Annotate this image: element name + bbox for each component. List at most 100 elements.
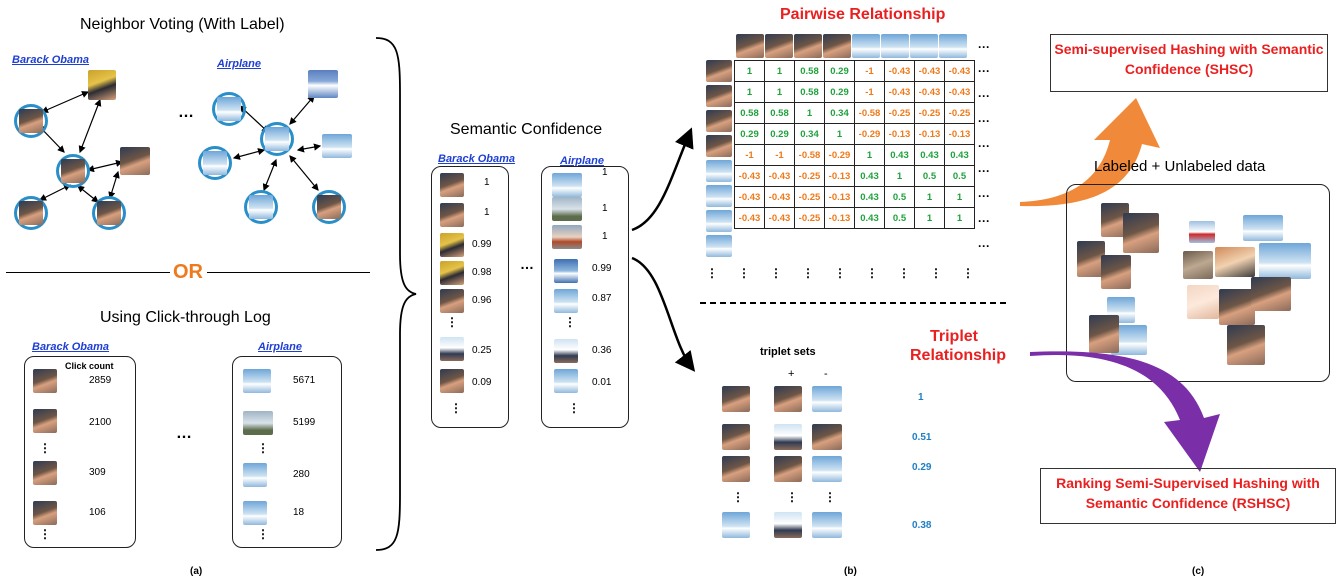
graph-node-obama-5 — [92, 196, 126, 230]
collage-couple — [1219, 289, 1255, 325]
clicklog-title: Using Click-through Log — [100, 309, 271, 326]
matrix-vdot: ⋮ — [770, 266, 802, 280]
clicklog-plane-vdots: ⋮ — [257, 441, 269, 455]
matrix-cell: 0.5 — [944, 165, 975, 187]
semantic-obama-thumb-5 — [440, 289, 464, 313]
matrix-row-ellipsis: ··· — [978, 64, 990, 78]
triplet-vdots-1: ⋮ — [732, 490, 744, 504]
matrix-cell: 0.58 — [764, 102, 795, 124]
clicklog-obama-vdots: ⋮ — [39, 441, 51, 455]
pairwise-title: Pairwise Relationship — [780, 6, 946, 23]
clicklog-plane-vdots-2: ⋮ — [257, 527, 269, 541]
semantic-obama-thumb-3 — [440, 233, 464, 257]
curly-brace — [375, 37, 417, 551]
matrix-cell: 1 — [764, 81, 795, 103]
matrix-cell: -0.43 — [764, 207, 795, 229]
semantic-plane-score-7: 0.01 — [592, 377, 612, 388]
graph-node-plane-1 — [212, 92, 246, 126]
matrix-cell: 1 — [914, 207, 945, 229]
orange-arrow — [1020, 98, 1160, 207]
collage-obama-2 — [1123, 213, 1159, 253]
clicklog-obama-thumb-4 — [33, 501, 57, 525]
data-collage-box — [1066, 184, 1330, 382]
matrix-col-ellipsis: ··· — [978, 40, 990, 54]
matrix-vdot: ⋮ — [962, 266, 994, 280]
matrix-cell: -0.25 — [794, 186, 825, 208]
graph-node-obama-4 — [14, 196, 48, 230]
matrix-cell: -1 — [854, 81, 885, 103]
matrix-cell: -0.43 — [944, 60, 975, 82]
matrix-cell: 0.43 — [854, 186, 885, 208]
matrix-vdot: ⋮ — [738, 266, 770, 280]
matrix-cell: -0.25 — [914, 102, 945, 124]
matrix-cell: 0.34 — [794, 123, 825, 145]
semantic-plane-score-2: 1 — [602, 203, 608, 214]
matrix-cell: -0.25 — [794, 207, 825, 229]
clicklog-obama-thumb-2 — [33, 409, 57, 433]
semantic-plane-thumb-3 — [552, 225, 582, 249]
matrix-cell: 0.34 — [824, 102, 855, 124]
triplet-vdots-2: ⋮ — [786, 490, 798, 504]
triplet-2-positive — [774, 424, 802, 450]
matrix-cell: 0.29 — [824, 60, 855, 82]
matrix-cell: 0.5 — [914, 165, 945, 187]
triplet-sets-label: triplet sets — [760, 346, 816, 358]
triplet-3-positive — [774, 456, 802, 482]
matrix-col-thumb-7 — [910, 34, 938, 58]
matrix-row-thumb-6 — [706, 185, 732, 207]
collage-cat — [1183, 251, 1213, 279]
semantic-plane-score-4: 0.99 — [592, 263, 612, 274]
clicklog-obama-vdots-2: ⋮ — [39, 527, 51, 541]
arrows-to-b — [631, 127, 696, 372]
matrix-cell: 0.29 — [764, 123, 795, 145]
graph-node-plane-center — [260, 122, 294, 156]
semantic-obama-score-1: 1 — [484, 177, 490, 188]
matrix-row-thumb-1 — [706, 60, 732, 82]
semantic-plane-score-3: 1 — [602, 231, 608, 242]
shsc-box: Semi-supervised Hashing with Semantic Co… — [1050, 34, 1328, 92]
matrix-vdot: ⋮ — [802, 266, 834, 280]
matrix-cell: 1 — [734, 81, 765, 103]
matrix-row-ellipsis: ··· — [978, 114, 990, 128]
matrix-cell: -0.13 — [824, 207, 855, 229]
collage-family — [1251, 277, 1291, 311]
matrix-cell: -0.43 — [734, 207, 765, 229]
semantic-plane-thumb-7 — [554, 369, 578, 393]
matrix-col-thumb-3 — [794, 34, 822, 58]
matrix-cell: -0.13 — [824, 165, 855, 187]
matrix-cell: -0.43 — [764, 186, 795, 208]
matrix-vdot: ⋮ — [706, 266, 738, 280]
matrix-cell: -0.43 — [764, 165, 795, 187]
collage-obama-6 — [1089, 315, 1119, 353]
clicklog-obama-box: Click count 2859 2100 ⋮ 309 106 ⋮ — [24, 356, 136, 548]
matrix-cell: -0.13 — [944, 123, 975, 145]
matrix-row-thumb-8 — [706, 235, 732, 257]
rshsc-box: Ranking Semi-Supervised Hashing with Sem… — [1040, 468, 1336, 524]
caption-c: (c) — [1192, 566, 1205, 577]
clicklog-plane-count-2: 5199 — [293, 417, 316, 428]
triplet-score-2: 0.51 — [912, 432, 932, 443]
matrix-cell: -1 — [734, 144, 765, 166]
semantic-plane-thumb-4 — [554, 259, 578, 283]
clicklog-airplane-box: 5671 5199 ⋮ 280 18 ⋮ — [232, 356, 342, 548]
matrix-cell: 0.43 — [944, 144, 975, 166]
semantic-airplane-label: Airplane — [560, 155, 605, 167]
semantic-plane-vdots-2: ⋮ — [568, 401, 580, 415]
matrix-col-thumb-6 — [881, 34, 909, 58]
matrix-cell: 1 — [854, 144, 885, 166]
panel-b-dashed-separator — [700, 302, 1006, 304]
matrix-cell: -0.25 — [794, 165, 825, 187]
caption-a: (a) — [190, 566, 203, 577]
triplet-3-negative — [812, 456, 842, 482]
matrix-cell: 0.43 — [884, 144, 915, 166]
semantic-obama-thumb-6 — [440, 337, 464, 361]
semantic-obama-thumb-1 — [440, 173, 464, 197]
matrix-row-ellipsis: ··· — [978, 239, 990, 253]
triplet-score-4: 0.38 — [912, 520, 932, 531]
